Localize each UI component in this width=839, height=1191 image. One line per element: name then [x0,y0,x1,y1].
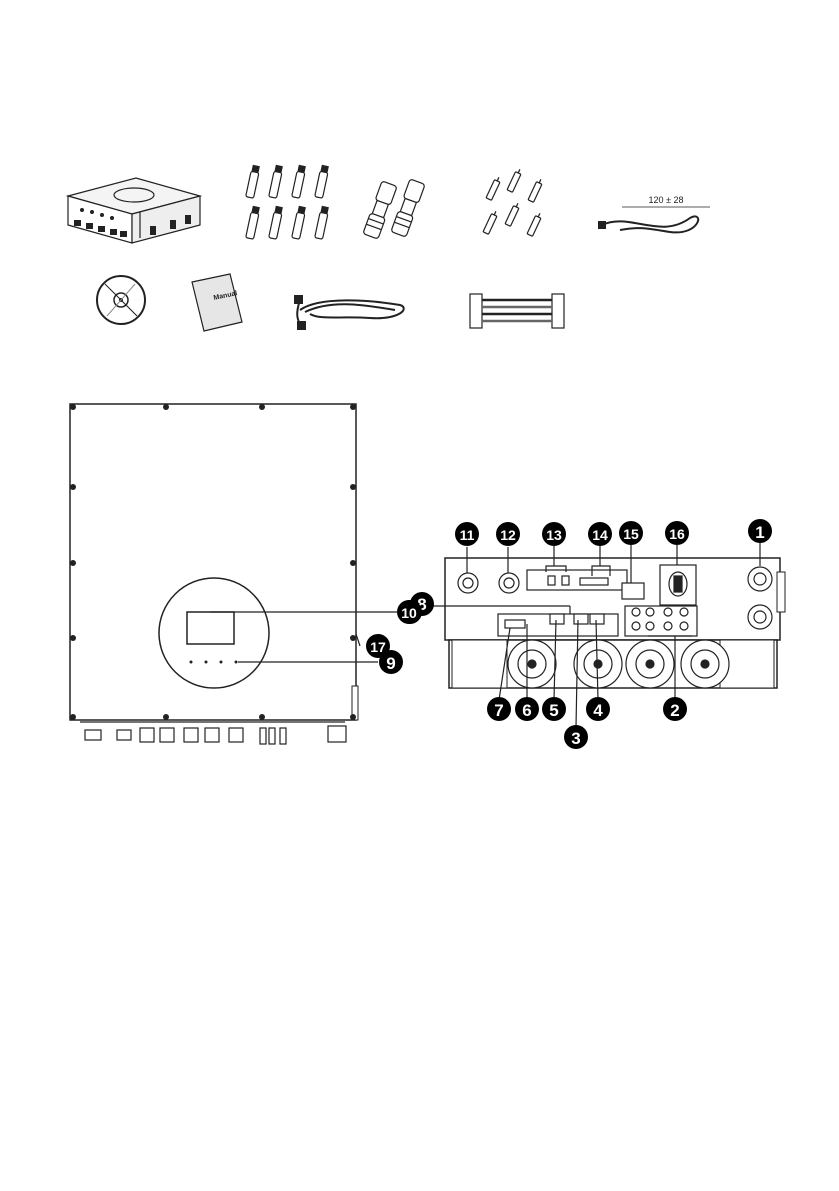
callout-15: 15 [619,521,643,545]
pv-connectors-image [246,165,329,239]
callout-10-badge: 10 [397,600,421,624]
callout-10-label: 10 [401,605,417,621]
coiled-cable-image [295,296,404,329]
callout-14: 14 [588,522,612,546]
callout-16-label: 16 [669,526,685,542]
callout-2: 2 [663,697,687,721]
callout-15-label: 15 [623,526,639,542]
communication-cable-image: 120 ± 28 [598,195,710,232]
callout-4: 4 [586,697,610,721]
callout-5: 5 [542,697,566,721]
callout-9-label: 9 [386,654,395,673]
callout-4-label: 4 [593,701,603,720]
callout-6: 6 [515,697,539,721]
callout-2-label: 2 [670,701,679,720]
manual-image: Manual [192,274,242,331]
callout-14-label: 14 [592,527,608,543]
lcd-display [187,612,234,644]
callout-11: 11 [455,522,479,546]
callout-5-label: 5 [549,701,558,720]
callout-12: 12 [496,522,520,546]
callout-16: 16 [665,521,689,545]
callout-3: 3 [564,725,588,749]
callout-1-label: 1 [755,523,764,542]
callout-13-label: 13 [546,527,562,543]
callout-7: 7 [487,697,511,721]
multi-wire-cable-image [470,294,564,328]
callout-6-label: 6 [522,701,531,720]
inverter-front-view [70,404,358,744]
callout-7-label: 7 [494,701,503,720]
callout-12-label: 12 [500,527,516,543]
cable-glands-image [363,179,425,239]
expansion-screws-image [483,168,544,236]
cable-length-label: 120 ± 28 [649,195,684,205]
callout-13: 13 [542,522,566,546]
callout-1: 1 [748,519,772,543]
cd-disc-image [97,276,145,324]
inverter-bottom-view [445,558,785,688]
callout-3-label: 3 [571,729,580,748]
callout-9: 9 [379,650,403,674]
bottom-connectors [80,722,346,744]
inverter-unit-image [68,178,200,243]
callout-11-label: 11 [460,527,475,543]
